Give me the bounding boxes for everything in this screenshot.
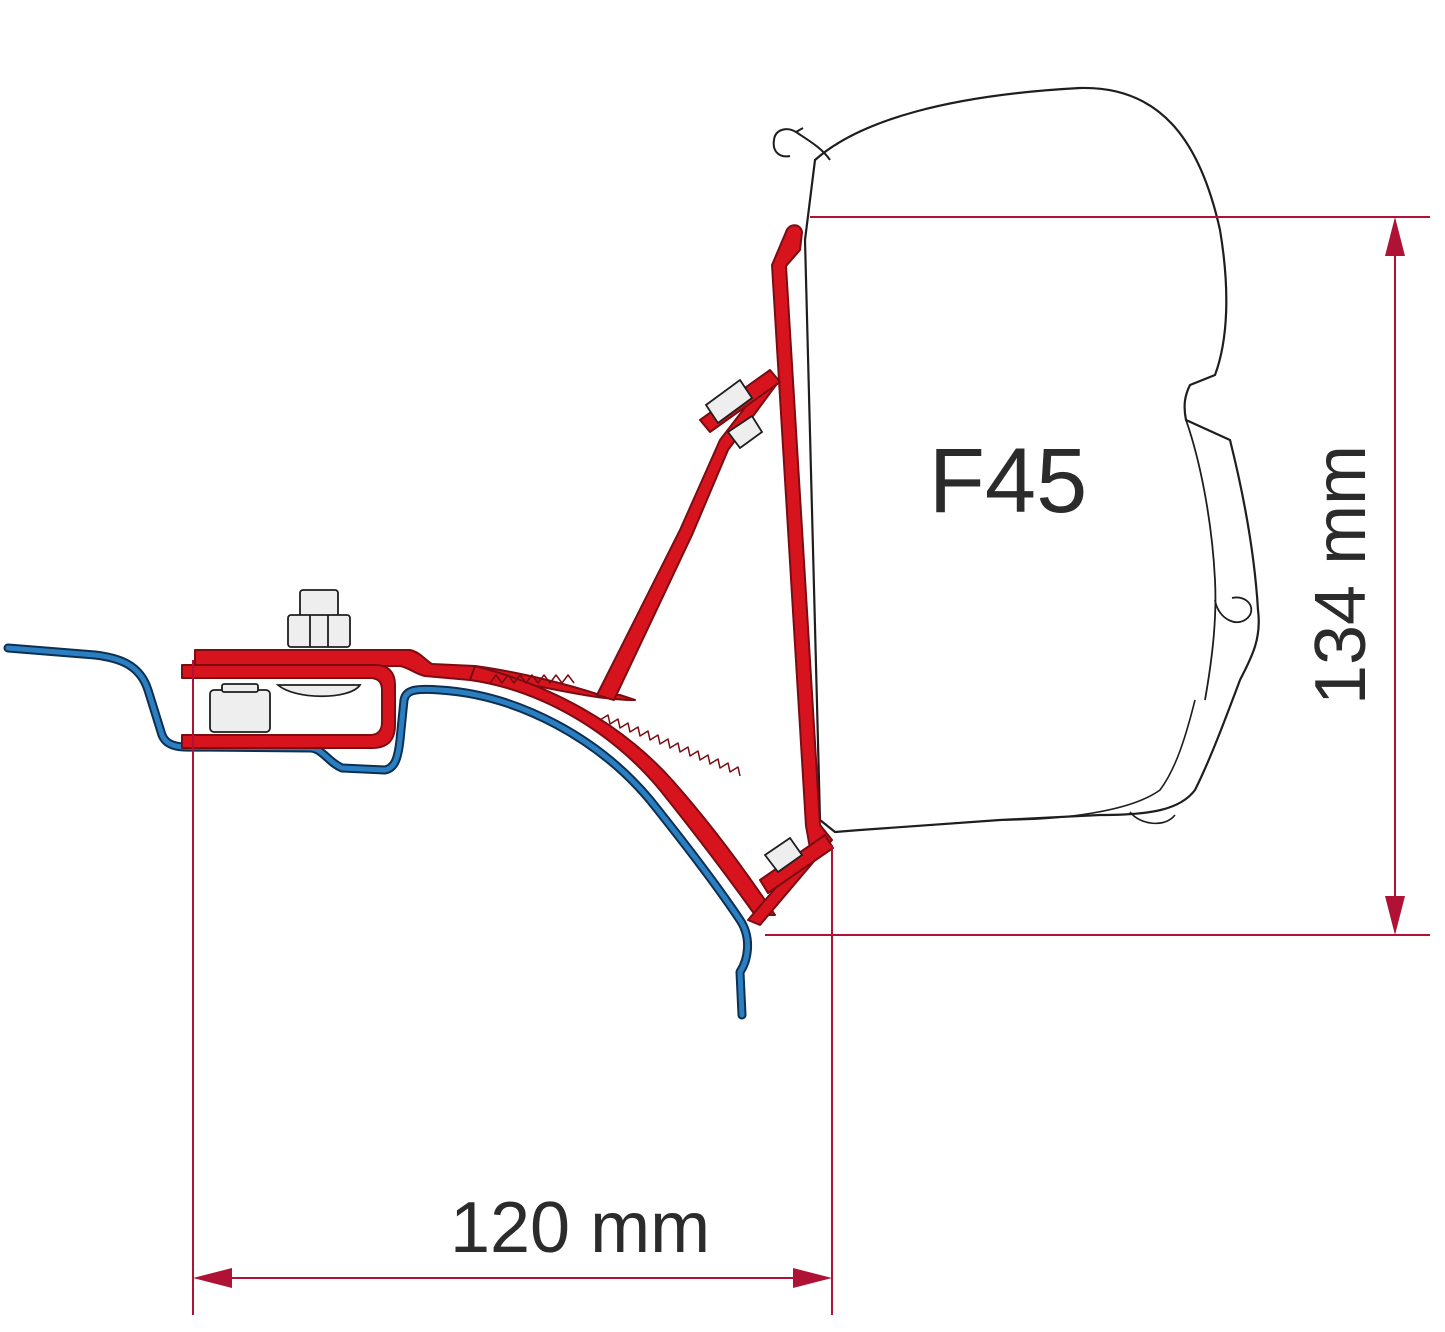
lower-screw-icon [763, 836, 804, 874]
model-label: F45 [929, 430, 1088, 532]
dimension-lines [192, 216, 1430, 1315]
vehicle-body-panel [3, 643, 752, 1020]
width-dimension-label: 120 mm [450, 1188, 710, 1268]
bolt-and-nut [209, 589, 362, 733]
mounting-bracket [181, 224, 834, 926]
upper-screw-icon [704, 378, 764, 450]
height-dimension-label: 134 mm [1301, 445, 1381, 705]
